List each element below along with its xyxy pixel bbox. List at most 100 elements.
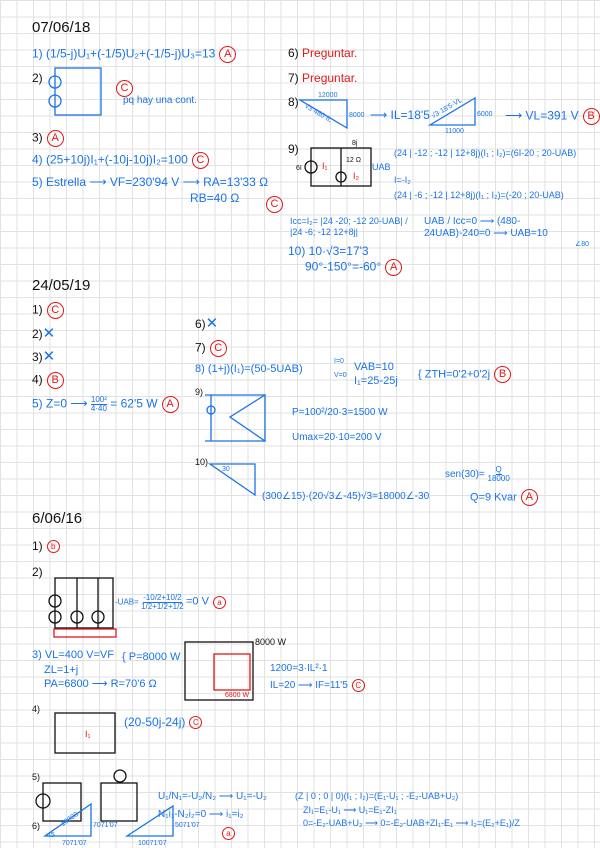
q-label: 4)	[32, 372, 43, 387]
label: 7071'07	[93, 822, 118, 829]
date-heading: 6/06/16	[32, 510, 83, 527]
label: 45	[47, 832, 55, 839]
label: 12000	[318, 92, 338, 99]
power-triangle	[297, 99, 348, 130]
label: ∠80	[575, 241, 590, 248]
denominator: 4·40	[90, 404, 107, 413]
circuit-4	[54, 712, 116, 754]
q-label: 4)	[32, 704, 41, 714]
eq: 8) (1+j)(I₁)=(50-5UAB)	[195, 363, 303, 375]
eq: 5) Z=0 ⟶	[32, 396, 88, 411]
cross-icon: ✕	[42, 325, 56, 342]
eq: (300∠15)·(20√3∠-45)√3=18000∠-30	[262, 491, 430, 502]
q-label: 1)	[32, 302, 43, 317]
answer-3: 3)A	[32, 130, 64, 147]
eq: 3) VL=400 V=VF	[32, 649, 114, 661]
eq: 0=-E₂-UAB+U₂ ⟶ 0=-E₂-UAB+ZI₁-E₁ ⟶ I₂=(E₂…	[303, 818, 520, 828]
answer-mark: A	[520, 489, 538, 506]
current-label: I₂	[353, 171, 359, 181]
source-icon	[48, 94, 62, 108]
eq: N₁i₁-N₂i₂=0 ⟶ i₁=i₂	[158, 809, 244, 820]
q-label: 2)	[32, 327, 43, 341]
label: 6800 W	[225, 692, 250, 699]
numerator: Q	[495, 465, 502, 475]
q-label: 6)	[195, 317, 206, 331]
circuit-9	[304, 147, 372, 187]
answer-1: 1)b	[32, 539, 60, 554]
q-label: 7)	[195, 340, 206, 355]
eq: IL=20 ⟶ IF=11'5	[270, 680, 348, 692]
denominator: 18000	[487, 474, 510, 483]
answer-mark: C	[209, 340, 227, 357]
eq: 1) (1/5-j)U₁+(-1/5)U₂+(-1/5-j)U₃=13	[32, 46, 216, 61]
eq: 4) (25+10j)I₁+(-10j-10j)I₂=100	[32, 152, 188, 167]
power-triangle	[427, 96, 476, 126]
answer-mark: A	[46, 130, 64, 147]
q-label: 5)	[32, 772, 41, 782]
numerator: 100²	[90, 395, 107, 405]
answer-mark: C	[46, 302, 64, 319]
circuit-2-s3	[48, 577, 114, 629]
q-label: 1)	[32, 539, 43, 553]
date-heading: 07/06/18	[32, 19, 91, 36]
answer-7: 7) Preguntar.	[288, 72, 357, 84]
label: 6I	[296, 165, 302, 172]
label: 8j	[352, 140, 358, 147]
source-icon	[48, 75, 62, 89]
q7-label: 7)	[288, 71, 299, 85]
answer-7: 7)C	[195, 340, 227, 357]
matrix-eq: (24 | -12 ; -12 | 12+8j)(I₁ ; I₂)=(6I-20…	[394, 148, 577, 158]
highlight-box	[53, 628, 117, 638]
note: Preguntar.	[302, 46, 358, 60]
answer-2: 2)✕	[32, 326, 55, 341]
label: 7071'07	[62, 840, 87, 847]
answer-5b: RB=40 Ω	[190, 191, 240, 205]
matrix-eq: (Z | 0 ; 0 | 0)(I₁ ; I₂)=(E₁-U₁ ; -E₂-UA…	[295, 791, 459, 801]
result: I₁=25-25j	[354, 375, 398, 387]
label: 30	[222, 466, 230, 473]
note: Preguntar.	[302, 71, 358, 85]
note: pq hay una cont.	[123, 95, 197, 106]
label: 12 Ω	[346, 157, 361, 164]
denominator: 1/2+1/2+1/2	[141, 602, 184, 611]
answer-mark: A	[161, 396, 179, 413]
label: 5071'07	[175, 822, 200, 829]
answer-5: 5) Estrella ⟶ VF=230'94 V ⟶ RA=13'33 Ω	[32, 175, 269, 189]
result: = 62'5 W	[110, 396, 158, 411]
answer-mark: C	[266, 196, 283, 213]
current-label: I₁	[85, 729, 91, 739]
eq: sen(30)=	[445, 469, 485, 481]
answer-mark: C	[351, 679, 365, 692]
eq: UAB / Icc=0 ⟶ (480-24UAB)-240=0 ⟶ UAB=10	[424, 216, 548, 239]
answer-mark: A	[385, 259, 403, 276]
result: { ZTH=0'2+0'2j	[418, 368, 491, 381]
answer-6: 6) Preguntar.	[288, 47, 357, 59]
q-label: 10)	[195, 457, 209, 467]
eq: { P=8000 W	[122, 651, 181, 663]
answer-10b: 90°-150°=-60°A	[305, 259, 403, 276]
answer-6: 6)✕	[195, 316, 218, 331]
eq: I=-I₂	[394, 175, 411, 185]
answer-3: 3)✕	[32, 349, 55, 364]
answer-mark: b	[46, 540, 60, 554]
eq: -UAB=	[115, 597, 139, 607]
triangle-6a	[42, 802, 92, 837]
q-label: 6)	[32, 821, 41, 831]
circuit-delta	[205, 393, 266, 443]
answer-4: (20-50j-24j)C	[124, 715, 203, 730]
eq: Umax=20·10=200 V	[292, 432, 382, 443]
eq: U₁/N₁=-U₂/N₂ ⟶ U₁=-U₂	[158, 791, 267, 802]
cross-icon: ✕	[42, 348, 56, 365]
answer-mark: B	[582, 108, 600, 125]
eq: (20-50j-24j)	[124, 715, 186, 729]
